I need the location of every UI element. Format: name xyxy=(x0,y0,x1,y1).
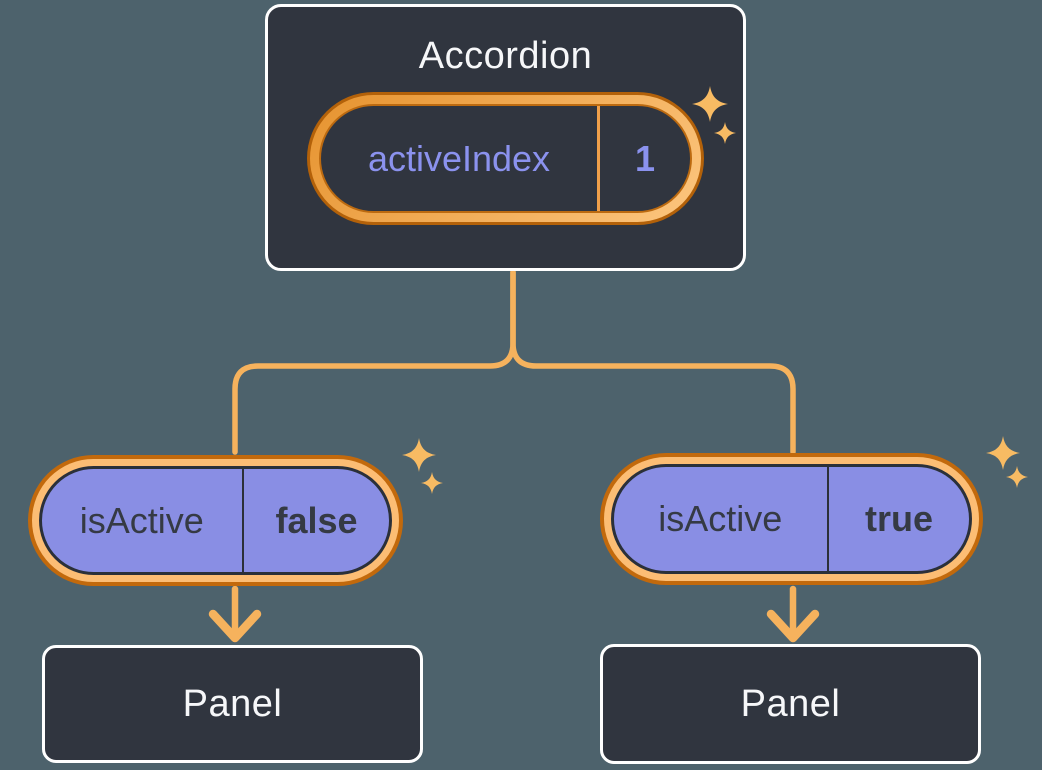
prop-pill-divider xyxy=(826,467,829,571)
prop-pill-ring: isActive false xyxy=(32,459,399,582)
panel-title: Panel xyxy=(182,682,283,725)
left-arrow-head xyxy=(208,609,262,643)
state-pill: activeIndex 1 xyxy=(307,92,704,225)
panel-title: Panel xyxy=(740,682,841,725)
state-pill-core: activeIndex 1 xyxy=(319,104,692,213)
state-pill-ring: activeIndex 1 xyxy=(310,95,701,222)
prop-pill-core: isActive false xyxy=(39,466,392,575)
panel-component-box-right: Panel xyxy=(600,644,981,764)
sparkle-icon xyxy=(714,122,736,144)
accordion-title: Accordion xyxy=(418,35,593,77)
sparkle-icon xyxy=(421,472,443,494)
sparkle-icon xyxy=(986,436,1020,470)
connector-right-branch xyxy=(510,269,796,455)
prop-pill-core: isActive true xyxy=(611,464,972,574)
sparkle-icon xyxy=(1006,466,1028,488)
state-name: activeIndex xyxy=(367,137,551,179)
accordion-component-box: Accordion activeIndex 1 xyxy=(265,4,746,271)
prop-value: true xyxy=(864,498,933,539)
sparkle-icon xyxy=(402,438,436,472)
prop-pill-isactive-false: isActive false xyxy=(28,455,403,586)
state-value: 1 xyxy=(634,137,656,179)
right-arrow-head xyxy=(766,609,820,643)
prop-pill-isactive-true: isActive true xyxy=(600,453,983,585)
sparkle-icon xyxy=(692,86,728,122)
panel-component-box-left: Panel xyxy=(42,645,423,763)
prop-name: isActive xyxy=(79,499,204,541)
prop-value: false xyxy=(275,499,358,541)
connector-left-branch xyxy=(232,269,516,455)
prop-name: isActive xyxy=(658,498,783,539)
prop-pill-divider xyxy=(241,469,244,572)
state-pill-divider xyxy=(597,106,600,211)
prop-pill-ring: isActive true xyxy=(604,457,979,581)
